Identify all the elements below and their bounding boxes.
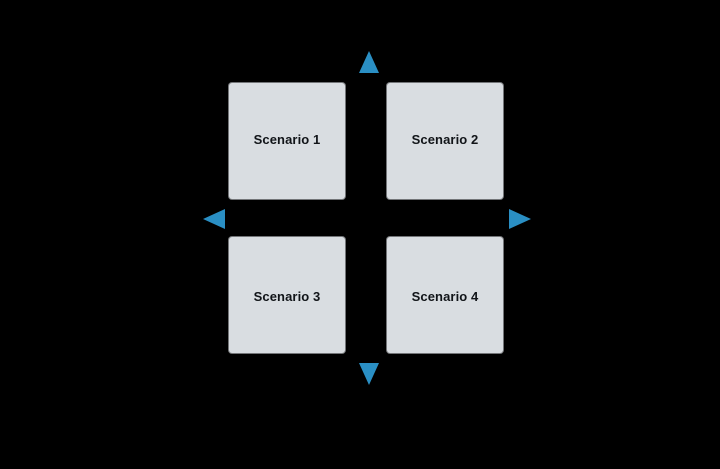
arrowhead-up-icon bbox=[359, 51, 379, 73]
quadrant-box-scenario-2[interactable]: Scenario 2 bbox=[387, 83, 503, 199]
quadrant-label-scenario-3: Scenario 3 bbox=[253, 288, 321, 304]
quadrant-label-scenario-2: Scenario 2 bbox=[411, 131, 479, 147]
arrowhead-right-icon bbox=[509, 209, 531, 229]
quadrant-label-scenario-1: Scenario 1 bbox=[253, 131, 321, 147]
quadrant-label-scenario-4: Scenario 4 bbox=[411, 288, 479, 304]
quadrant-box-scenario-4[interactable]: Scenario 4 bbox=[387, 237, 503, 353]
quadrant-box-scenario-3[interactable]: Scenario 3 bbox=[229, 237, 345, 353]
arrowhead-down-icon bbox=[359, 363, 379, 385]
quadrant-box-scenario-1[interactable]: Scenario 1 bbox=[229, 83, 345, 199]
arrowhead-left-icon bbox=[203, 209, 225, 229]
